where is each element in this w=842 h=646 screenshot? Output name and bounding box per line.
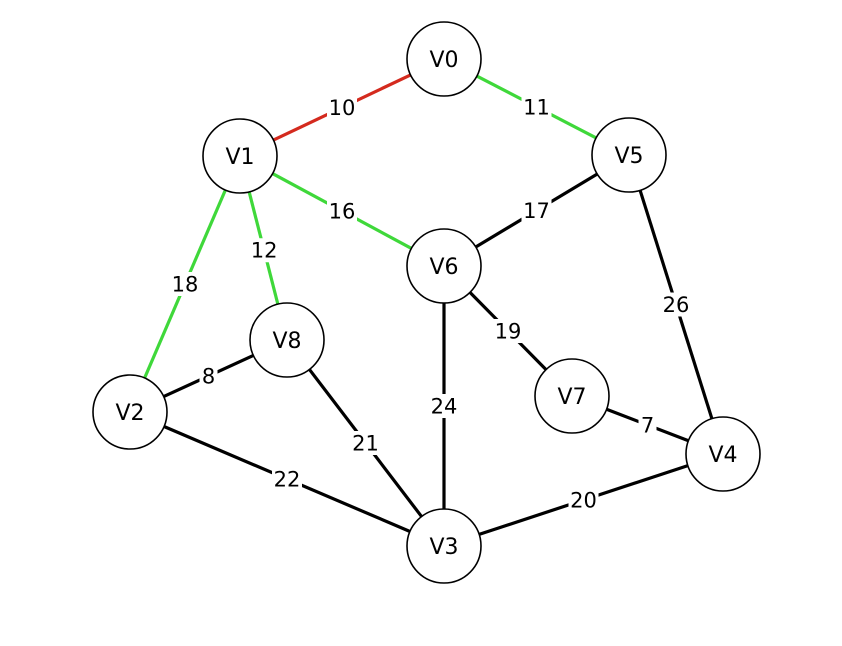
edge-weight-background	[661, 292, 691, 317]
edge-weight-v3-v4: 20	[570, 489, 597, 513]
edge-weight-background	[568, 488, 599, 512]
edge-weight-v5-v6: 17	[523, 199, 550, 223]
node-label: V4	[708, 443, 737, 468]
node-circle	[92, 374, 168, 450]
edge-weight-background	[350, 431, 381, 455]
edge-weight-v6-v7: 19	[495, 320, 522, 344]
node-v3: V3	[406, 508, 482, 584]
node-v0: V0	[406, 21, 482, 97]
node-circle	[406, 21, 482, 97]
edge-weight-background	[429, 394, 459, 418]
node-label: V6	[429, 255, 458, 280]
edge-weight-background	[521, 95, 552, 119]
edge-weight-background	[638, 413, 657, 437]
node-circle	[202, 118, 278, 194]
edge-weight-v6-v3: 24	[431, 395, 458, 419]
node-v4: V4	[685, 416, 761, 492]
node-circle	[249, 302, 325, 378]
edge-weight-v7-v4: 7	[641, 414, 654, 438]
node-circle	[685, 416, 761, 492]
node-label: V3	[429, 535, 458, 560]
node-label: V2	[115, 401, 144, 426]
edge-weight-v8-v2: 8	[202, 365, 215, 389]
edge-weight-v1-v8: 12	[251, 239, 278, 263]
edge-weight-v8-v3: 21	[352, 432, 379, 456]
edge-weight-background	[249, 238, 280, 263]
node-v5: V5	[591, 117, 667, 193]
edge-weight-background	[493, 319, 523, 343]
node-v1: V1	[202, 118, 278, 194]
edge-weight-background	[170, 272, 200, 296]
edge-weight-v0-v1: 10	[329, 96, 356, 120]
edge-labels-layer: 10 11 16 12 18 17 26 19 24 8 21 22 7 20	[170, 95, 691, 513]
node-v7: V7	[534, 358, 610, 434]
node-circle	[406, 508, 482, 584]
edge-weight-background	[272, 467, 302, 491]
node-circle	[534, 358, 610, 434]
edge-weight-background	[199, 364, 218, 388]
edge-weight-v1-v2: 18	[172, 273, 199, 297]
node-label: V7	[557, 385, 586, 410]
node-v8: V8	[249, 302, 325, 378]
node-label: V5	[614, 144, 643, 169]
node-v2: V2	[92, 374, 168, 450]
node-circle	[591, 117, 667, 193]
edge-weight-v2-v3: 22	[274, 468, 301, 492]
node-label: V8	[272, 329, 301, 354]
node-v6: V6	[406, 228, 482, 304]
node-label: V0	[429, 48, 458, 73]
edge-weight-v0-v5: 11	[523, 96, 550, 120]
edge-weight-background	[327, 95, 357, 120]
node-label: V1	[225, 145, 254, 170]
edge-weight-background	[327, 199, 357, 223]
edge-weight-v5-v4: 26	[663, 293, 690, 317]
node-circle	[406, 228, 482, 304]
edge-weight-background	[521, 198, 552, 223]
edge-weight-v1-v6: 16	[329, 200, 356, 224]
